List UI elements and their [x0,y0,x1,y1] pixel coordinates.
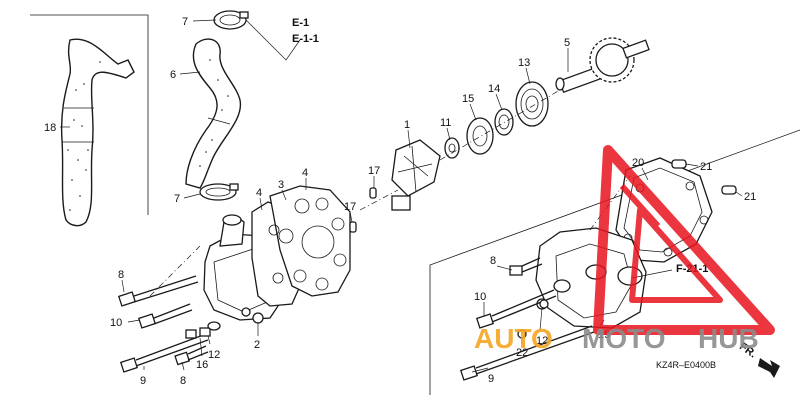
callout-8-right: 8 [490,255,496,267]
pump-gaskets [251,185,351,307]
callout-1: 1 [404,119,410,131]
direction-arrow-icon [758,358,780,378]
callout-6: 6 [170,69,176,81]
pump-cover-right [535,227,647,329]
callout-12-right: 12 [536,335,548,347]
leader-lines [60,19,743,373]
callout-14: 14 [488,83,500,95]
callout-7-top: 7 [182,16,188,28]
callout-17-lower: 17 [344,201,356,213]
fasteners-right [459,257,595,381]
dowel-pins [349,187,377,233]
callout-11: 11 [440,117,451,129]
reference-e11: E-1-1 [292,33,319,45]
seal-15 [466,117,494,155]
callout-12-left: 12 [208,349,220,361]
callout-22: 22 [516,347,528,359]
hose-clamp-top [213,10,249,30]
callout-10-right: 10 [474,291,486,303]
callout-9-left: 9 [140,375,146,387]
bearing-13 [515,81,549,127]
left-hose-frame [30,14,149,215]
callout-10-left: 10 [110,317,122,329]
callout-9-right: 9 [488,373,494,385]
impeller [391,139,441,211]
callout-4-left: 4 [256,187,262,199]
fasteners-left [117,275,221,373]
callout-18: 18 [44,122,56,134]
watermark-hub: HUB [698,323,759,354]
callout-8-upper-left: 8 [118,269,124,281]
callout-20: 20 [632,157,644,169]
callout-labels: 18 7 6 7 4 3 4 17 17 1 11 15 14 13 5 20 … [44,16,756,387]
callout-8-lower-left: 8 [180,375,186,387]
hose-6 [185,38,242,189]
pins-21 [671,159,737,195]
callout-17-upper: 17 [368,165,380,177]
callout-7-bottom: 7 [174,193,180,205]
watermark-text: AUTO MOTO HUB [474,323,759,354]
callout-21-upper: 21 [700,161,712,173]
oil-seal-14 [494,108,514,136]
seal-washer-11 [444,137,460,159]
diagram-code: KZ4R–E0400B [656,360,716,370]
reference-e1: E-1 [292,17,309,29]
callout-16: 16 [196,359,208,371]
callout-13: 13 [518,57,530,69]
watermark-moto: MOTO [582,323,665,354]
callout-15: 15 [462,93,474,105]
callout-4-right: 4 [302,167,308,179]
hose-clamp-bottom [199,183,239,201]
watermark-logo-icon [593,145,775,335]
callout-2: 2 [254,339,260,351]
callout-3: 3 [278,179,284,191]
pump-shaft-gear [555,37,650,94]
callout-5: 5 [564,37,570,49]
hose-18 [60,38,135,227]
callout-21-lower: 21 [744,191,756,203]
watermark-auto: AUTO [474,323,553,354]
